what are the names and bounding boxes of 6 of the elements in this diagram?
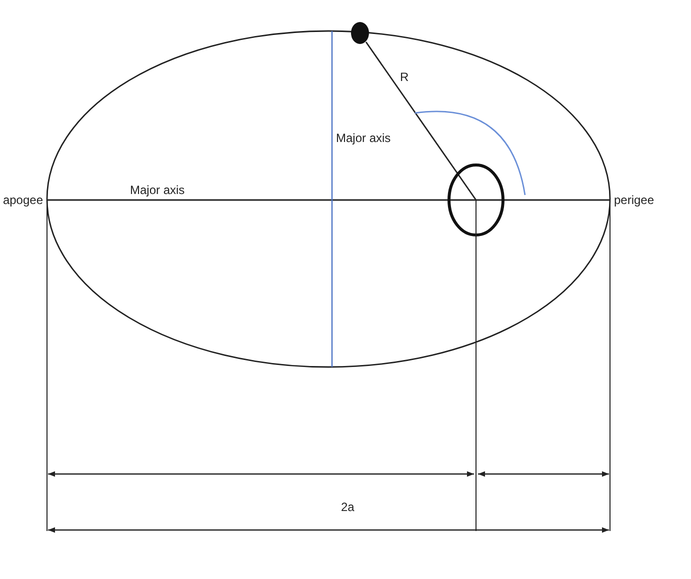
dimension-label: 2a <box>341 500 354 514</box>
perigee-label: perigee <box>614 193 654 207</box>
axis-label: Major axis <box>336 131 391 145</box>
axis-label: Major axis <box>130 183 185 197</box>
apogee-label: apogee <box>2 193 43 207</box>
radius-label: R <box>400 70 409 84</box>
